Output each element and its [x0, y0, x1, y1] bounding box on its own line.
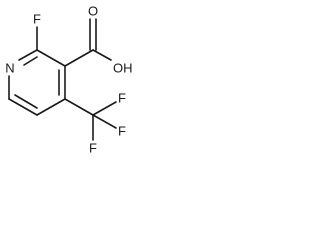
- bond-c4-c5: [36, 98, 66, 116]
- bond-c2-c3: [36, 49, 66, 67]
- bond-ccf3-f1: [92, 101, 117, 116]
- atom-label-cf3-fluorine-2: F: [118, 124, 126, 139]
- atom-label-hydroxyl: OH: [113, 61, 133, 76]
- bond-ccf3-f2: [92, 114, 117, 129]
- bond-n1-c2: [18, 49, 38, 61]
- atom-label-carbonyl-oxygen: O: [88, 4, 98, 19]
- chemical-structure: N F O OH F F F: [5, 4, 133, 156]
- atom-label-ring-fluorine: F: [33, 12, 41, 27]
- bond-c5-c6: [8, 98, 38, 116]
- bond-c-oh: [92, 49, 112, 61]
- bond-inner-n1-c2: [23, 56, 38, 66]
- atom-label-nitrogen: N: [5, 61, 14, 76]
- atom-label-cf3-fluorine-3: F: [89, 141, 97, 156]
- atom-label-cf3-fluorine-1: F: [118, 91, 126, 106]
- bond-c4-ccf3: [64, 98, 94, 116]
- bond-inner-c5-c6: [14, 94, 38, 109]
- bond-c3-ccooh: [64, 49, 94, 67]
